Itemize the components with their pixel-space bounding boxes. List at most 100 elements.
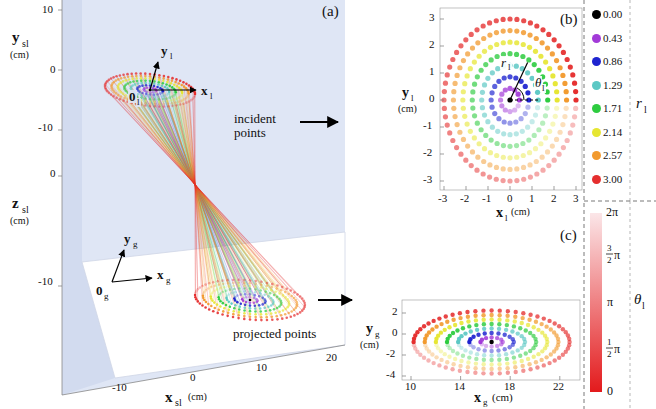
figure-label: 2	[607, 350, 612, 359]
tick-mark	[411, 376, 412, 380]
sample-point	[236, 301, 239, 304]
light-ray	[182, 85, 212, 306]
sample-point	[480, 90, 485, 95]
figure-label: z	[12, 196, 19, 211]
sample-point	[170, 82, 173, 85]
sample-point	[183, 85, 186, 88]
sample-point	[218, 294, 221, 297]
tick-mark	[532, 186, 533, 190]
sample-point	[222, 291, 225, 294]
sample-point	[426, 358, 430, 362]
sample-point	[229, 288, 232, 291]
sample-point	[210, 305, 213, 308]
sample-point	[507, 132, 512, 137]
legend-divider	[584, 0, 585, 409]
sample-point	[540, 121, 545, 126]
sample-point	[207, 303, 210, 306]
sample-point	[460, 97, 465, 102]
sample-point	[487, 162, 492, 167]
sample-point	[494, 165, 499, 170]
figure-label: 0	[429, 93, 435, 104]
sample-point	[501, 166, 506, 171]
sample-point	[543, 135, 548, 140]
sample-point	[526, 57, 531, 62]
sample-point	[505, 323, 509, 327]
sample-point	[175, 78, 178, 81]
light-ray	[189, 101, 202, 286]
sample-point	[454, 50, 459, 55]
figure-label: (cm)	[360, 340, 379, 350]
sample-point	[108, 92, 111, 95]
sample-point	[144, 102, 147, 105]
sample-point	[501, 17, 506, 22]
sample-point	[501, 131, 506, 136]
sample-point	[562, 114, 567, 119]
sample-point	[527, 162, 532, 167]
sample-point	[145, 93, 148, 96]
figure-label: x	[200, 84, 209, 97]
sample-point	[549, 327, 553, 331]
sample-point	[171, 79, 174, 82]
pointer-arrow	[318, 299, 352, 301]
sample-point	[299, 295, 302, 298]
sample-point	[286, 298, 289, 301]
sample-point	[149, 93, 152, 96]
legend-label: 1.71	[603, 103, 622, 114]
sample-point	[482, 146, 487, 151]
sample-point	[153, 96, 156, 99]
sample-point	[546, 32, 551, 37]
sample-point	[458, 43, 463, 48]
sample-point	[507, 74, 512, 79]
projected-points	[194, 279, 306, 322]
sample-point	[461, 89, 466, 94]
sample-point	[573, 89, 578, 94]
sample-point	[504, 328, 508, 332]
sample-point	[274, 312, 277, 315]
sample-point	[140, 94, 143, 97]
sample-point	[469, 350, 473, 354]
sample-point	[161, 84, 164, 87]
sample-point	[149, 73, 152, 76]
sample-point	[239, 293, 242, 296]
sample-point	[540, 40, 545, 45]
sample-point	[561, 50, 566, 55]
sample-point	[153, 103, 156, 106]
sample-point	[489, 326, 493, 330]
sample-point	[263, 307, 266, 310]
sample-point	[489, 90, 494, 95]
sample-point	[139, 72, 142, 75]
sample-point	[474, 168, 479, 173]
sample-point	[179, 79, 182, 82]
sample-point	[162, 77, 165, 80]
tick-mark	[440, 19, 444, 20]
sample-point	[501, 143, 506, 148]
sample-point	[132, 80, 135, 83]
sample-point	[472, 135, 477, 140]
sample-point	[498, 308, 502, 312]
sample-point	[499, 92, 504, 97]
sample-point	[233, 288, 236, 291]
sample-point	[545, 45, 550, 50]
sample-point	[481, 171, 486, 176]
sample-point	[289, 289, 292, 292]
sample-point	[171, 86, 174, 89]
sample-point	[244, 293, 247, 296]
sample-point	[434, 355, 438, 359]
sample-point	[254, 294, 257, 297]
sample-point	[284, 308, 287, 311]
sample-point	[212, 281, 215, 284]
sample-point	[226, 295, 229, 298]
tick-mark	[554, 186, 555, 190]
light-ray	[168, 104, 228, 284]
sample-point	[242, 297, 245, 300]
sample-point	[526, 137, 531, 142]
axis-line	[62, 345, 345, 395]
sample-point	[461, 354, 465, 358]
sample-point	[463, 158, 468, 163]
sample-point	[258, 295, 261, 298]
light-ray	[107, 91, 302, 298]
sample-point	[162, 82, 165, 85]
sample-point	[489, 331, 493, 335]
sample-point	[521, 30, 526, 35]
figure-label: 10	[256, 362, 267, 373]
